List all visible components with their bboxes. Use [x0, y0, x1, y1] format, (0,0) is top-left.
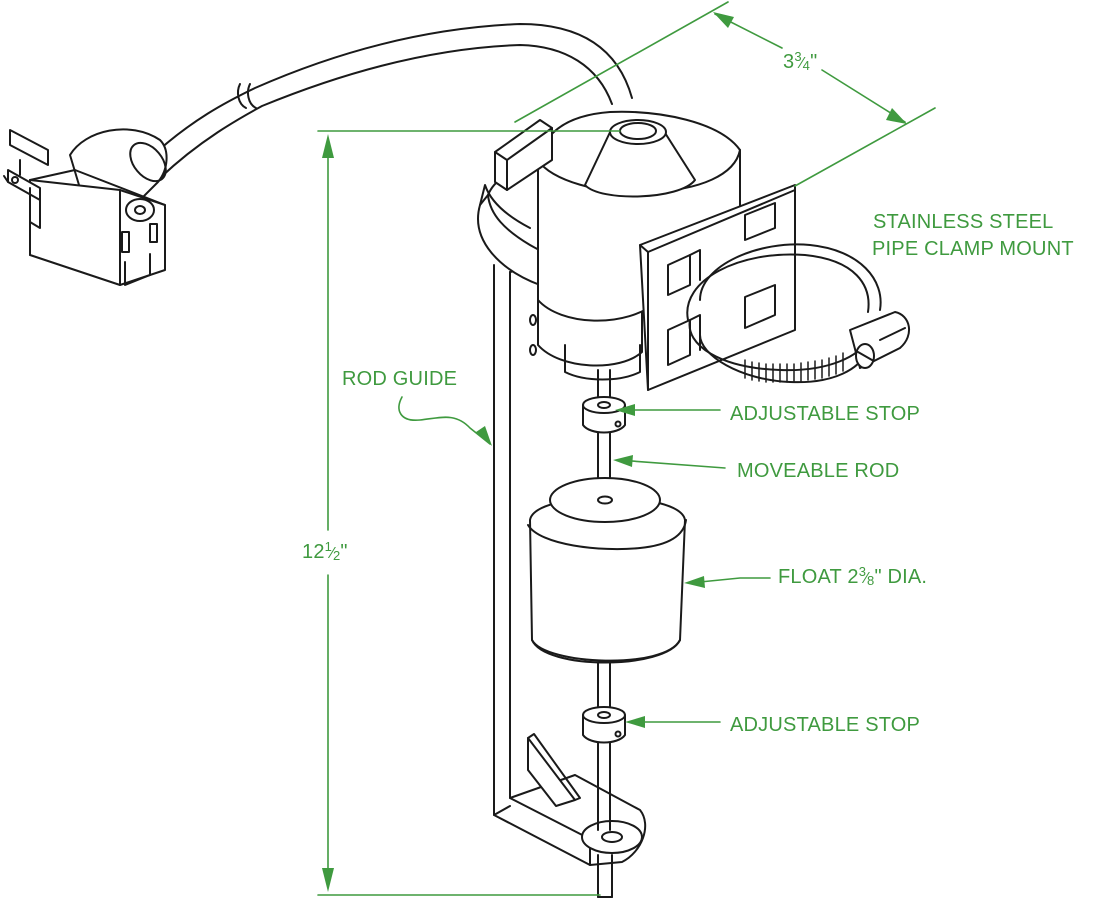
width-unit: "	[810, 51, 818, 73]
stop-collar-icon	[582, 396, 626, 434]
plug-icon	[3, 128, 168, 286]
height-dimension: 121⁄2"	[302, 539, 348, 563]
float-label-den: 8	[867, 573, 875, 588]
height-slash: ⁄	[331, 545, 334, 562]
width-den: 4	[802, 58, 811, 73]
float-label-prefix: FLOAT 2	[778, 566, 859, 588]
moveable-rod-label: MOVEABLE ROD	[737, 460, 900, 482]
stop-collar-icon	[582, 706, 626, 744]
height-den: 2	[332, 548, 341, 563]
float-label-suffix: " DIA.	[874, 566, 928, 588]
width-whole: 3	[783, 51, 795, 73]
upper-stop-label: ADJUSTABLE STOP	[730, 403, 921, 425]
clamp-label-line1: STAINLESS STEEL	[873, 211, 1054, 233]
rod-guide-label: ROD GUIDE	[342, 368, 458, 390]
float-icon	[527, 477, 687, 664]
width-dimension: 33⁄4"	[783, 49, 818, 73]
annotation-lines	[317, 1, 936, 896]
clamp-label-line2: PIPE CLAMP MOUNT	[872, 238, 1074, 260]
float-label-slash: ⁄	[865, 570, 868, 587]
height-whole: 12	[302, 541, 325, 563]
width-num: 3	[794, 49, 802, 64]
pipe-clamp-icon	[639, 184, 910, 391]
lower-stop-label: ADJUSTABLE STOP	[730, 714, 921, 736]
power-cord	[147, 23, 633, 179]
float-label-num: 3	[858, 564, 867, 579]
height-unit: "	[340, 541, 348, 563]
height-num: 1	[324, 539, 333, 554]
width-slash: ⁄	[800, 55, 804, 72]
float-label: FLOAT 23⁄8" DIA.	[778, 564, 928, 588]
